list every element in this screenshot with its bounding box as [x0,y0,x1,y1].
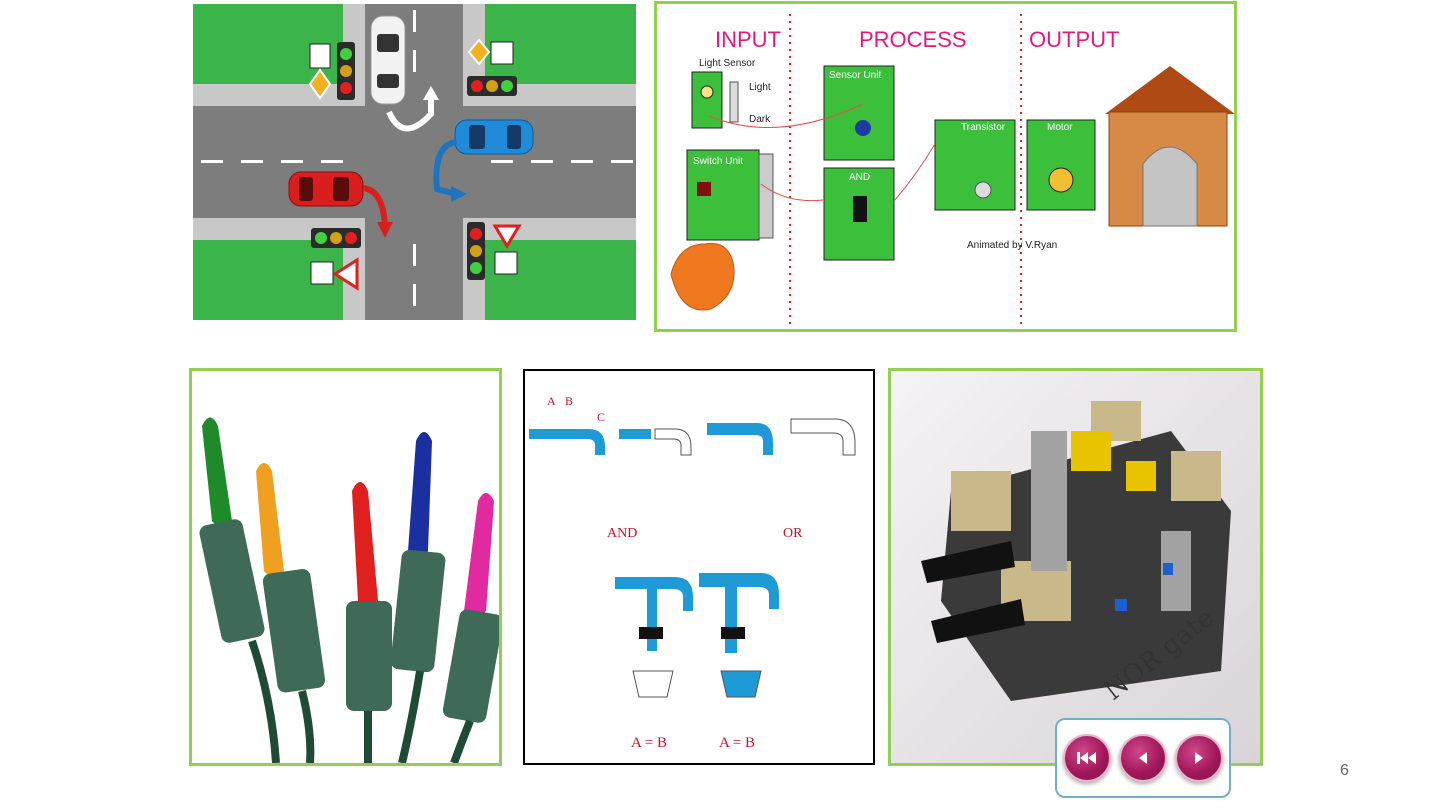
slide-navigation [1055,718,1231,798]
page-number: 6 [1340,762,1349,779]
christmas-lights-photo [189,368,502,766]
next-icon [1195,752,1203,764]
left-equation: A = B [631,735,667,751]
water-tap-logic-gates-diagram: A B C AND OR A = B A = B [523,369,875,765]
right-equation: A = B [719,735,755,751]
dark-label: Dark [749,114,771,125]
skip-to-first-icon [1077,752,1096,764]
and-unit-label: AND [849,172,870,183]
tap-label-a: A [547,394,556,408]
or-caption: OR [783,526,803,541]
tap-label-b: B [565,394,573,408]
and-caption: AND [607,526,637,541]
previous-slide-button[interactable] [1119,734,1167,782]
section-heading-output: OUTPUT [1029,27,1119,52]
lego-nor-gate-photo: NOR gate [888,368,1263,766]
input-process-output-diagram: INPUT PROCESS OUTPUT Light Sensor Light … [654,1,1237,332]
motor-label: Motor [1047,122,1073,133]
sensor-unit-label: Sensor Unit [829,70,881,81]
tap-label-c: C [597,410,605,424]
switch-unit-label: Switch Unit [693,156,743,167]
light-sensor-label: Light Sensor [699,58,756,69]
previous-icon [1139,752,1147,764]
next-slide-button[interactable] [1175,734,1223,782]
first-slide-button[interactable] [1063,734,1111,782]
section-heading-input: INPUT [715,27,781,52]
light-label: Light [749,82,771,93]
diagram-credit: Animated by V.Ryan [967,240,1057,251]
transistor-label: Transistor [961,122,1006,133]
section-heading-process: PROCESS [859,27,967,52]
traffic-intersection-image [193,4,636,320]
